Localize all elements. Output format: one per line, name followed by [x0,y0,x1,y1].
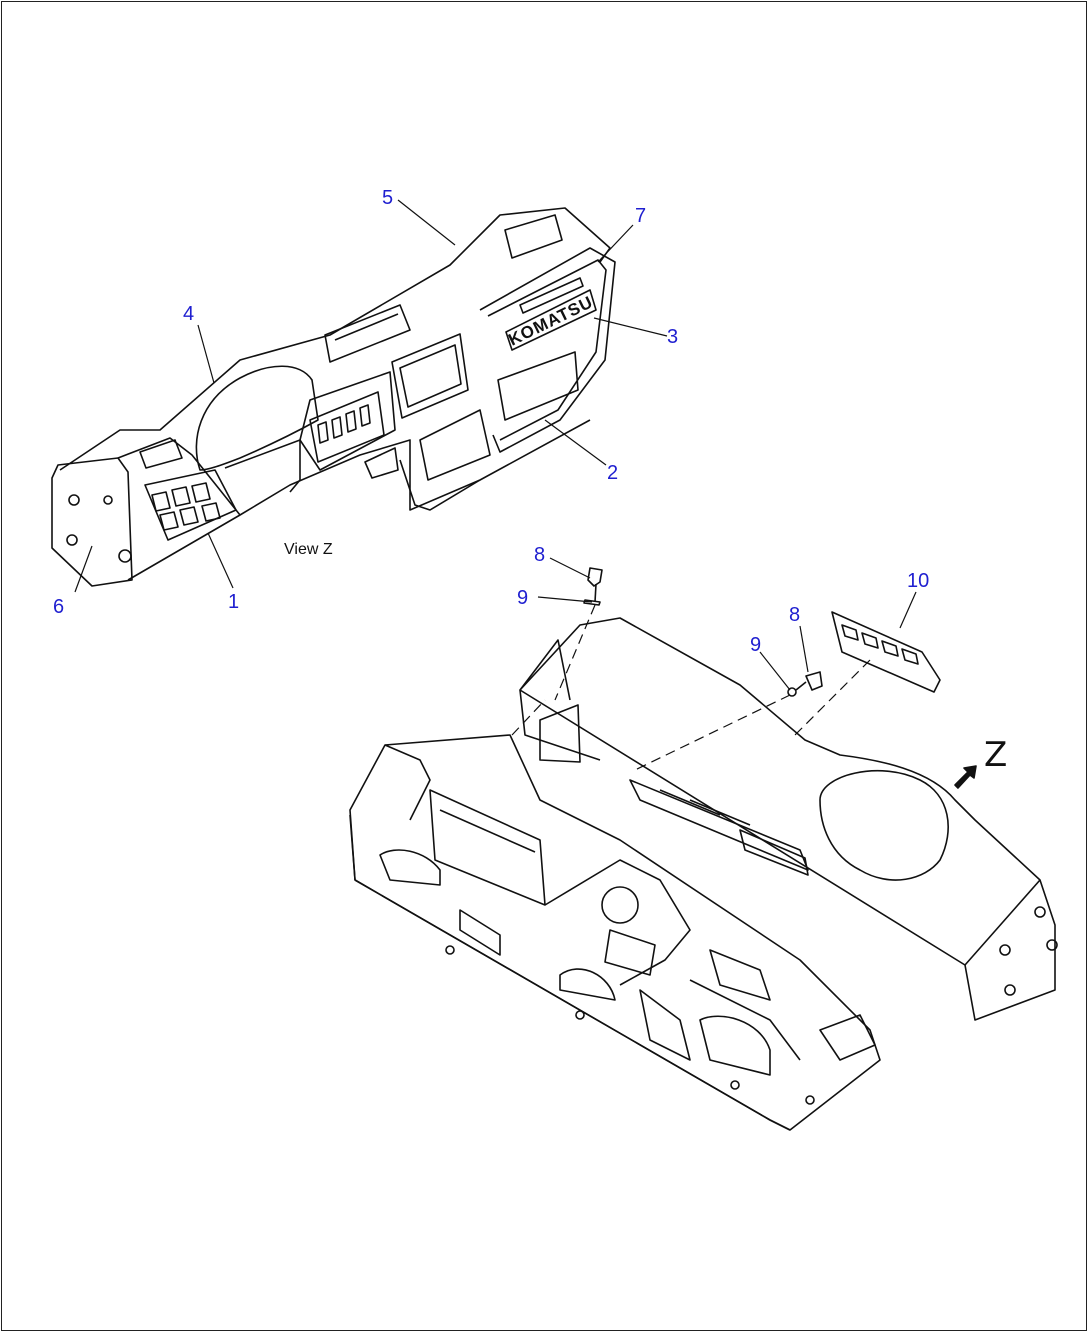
callout-1: 1 [228,591,240,613]
bolt-8-upper [587,567,603,587]
callout-9-right: 9 [750,634,762,656]
leader-lines [74,199,917,691]
view-z-label: View Z [284,541,333,558]
callout-2: 2 [607,462,619,484]
washer-9-right [787,687,797,697]
callout-6: 6 [53,596,65,618]
callout-7: 7 [635,205,647,227]
callout-10: 10 [907,570,930,592]
direction-z-label: Z [984,735,1008,775]
callout-5: 5 [382,187,394,209]
assembly-lines [511,604,871,771]
dashboard-cover-exploded [519,617,1058,1021]
view-z-arrow [954,765,977,789]
callout-9-upper: 9 [517,587,529,609]
callout-8-upper: 8 [534,544,546,566]
meter-hood-opening [195,365,319,471]
washer-9-upper [583,599,601,606]
bolt-8-right [805,671,823,691]
cover-meter-opening [819,769,949,881]
callout-4: 4 [183,303,195,325]
komatsu-badge [505,289,597,351]
left-end-plate [51,457,133,587]
small-parts [583,567,941,697]
dashboard-front-view [51,207,616,587]
switch-panel-10 [831,611,941,693]
callout-3: 3 [667,326,679,348]
dashboard-frame-structure [349,734,881,1131]
callout-8-right: 8 [789,604,801,626]
